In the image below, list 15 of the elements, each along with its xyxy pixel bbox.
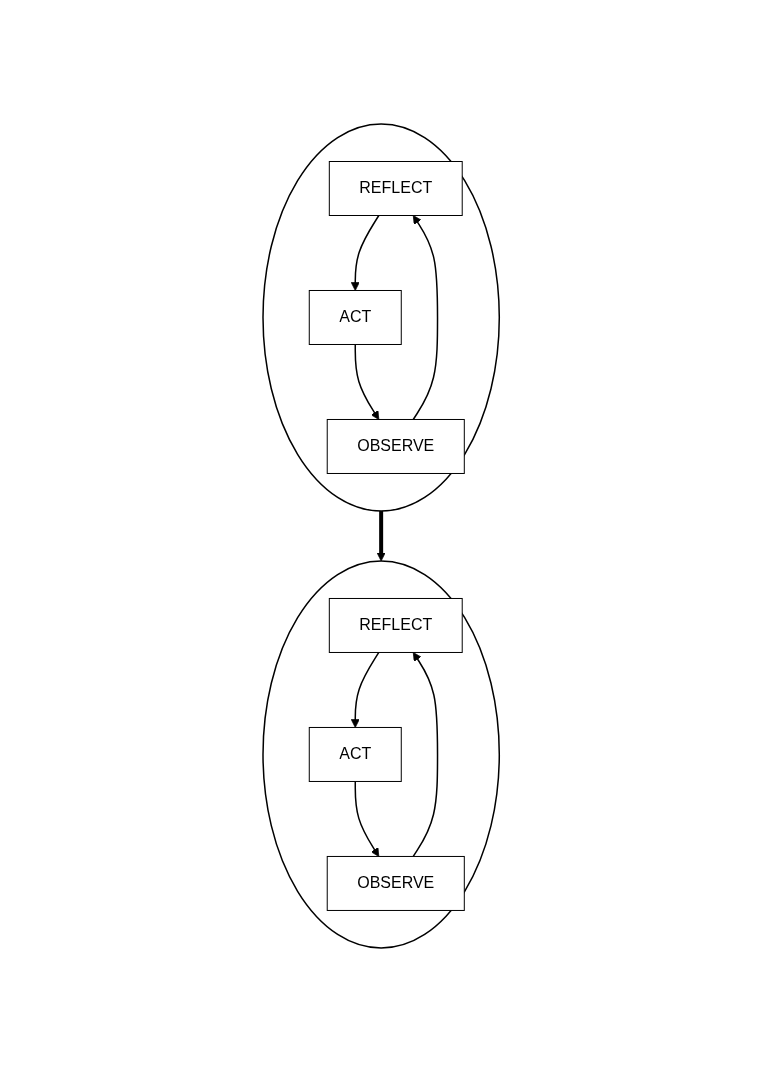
arrow — [351, 214, 380, 291]
arrow — [354, 780, 380, 857]
node-box: ACT — [309, 289, 403, 345]
node-box: REFLECT — [329, 597, 464, 653]
arrow — [377, 510, 386, 561]
node-box: OBSERVE — [327, 855, 466, 911]
arrow — [354, 343, 380, 420]
cluster — [262, 559, 501, 949]
cluster — [262, 122, 501, 512]
node-box: ACT — [309, 726, 403, 782]
arrow — [412, 214, 439, 420]
node-box: OBSERVE — [327, 418, 466, 474]
node-box: REFLECT — [329, 160, 464, 216]
arrow — [351, 651, 380, 728]
arrow — [412, 651, 439, 857]
